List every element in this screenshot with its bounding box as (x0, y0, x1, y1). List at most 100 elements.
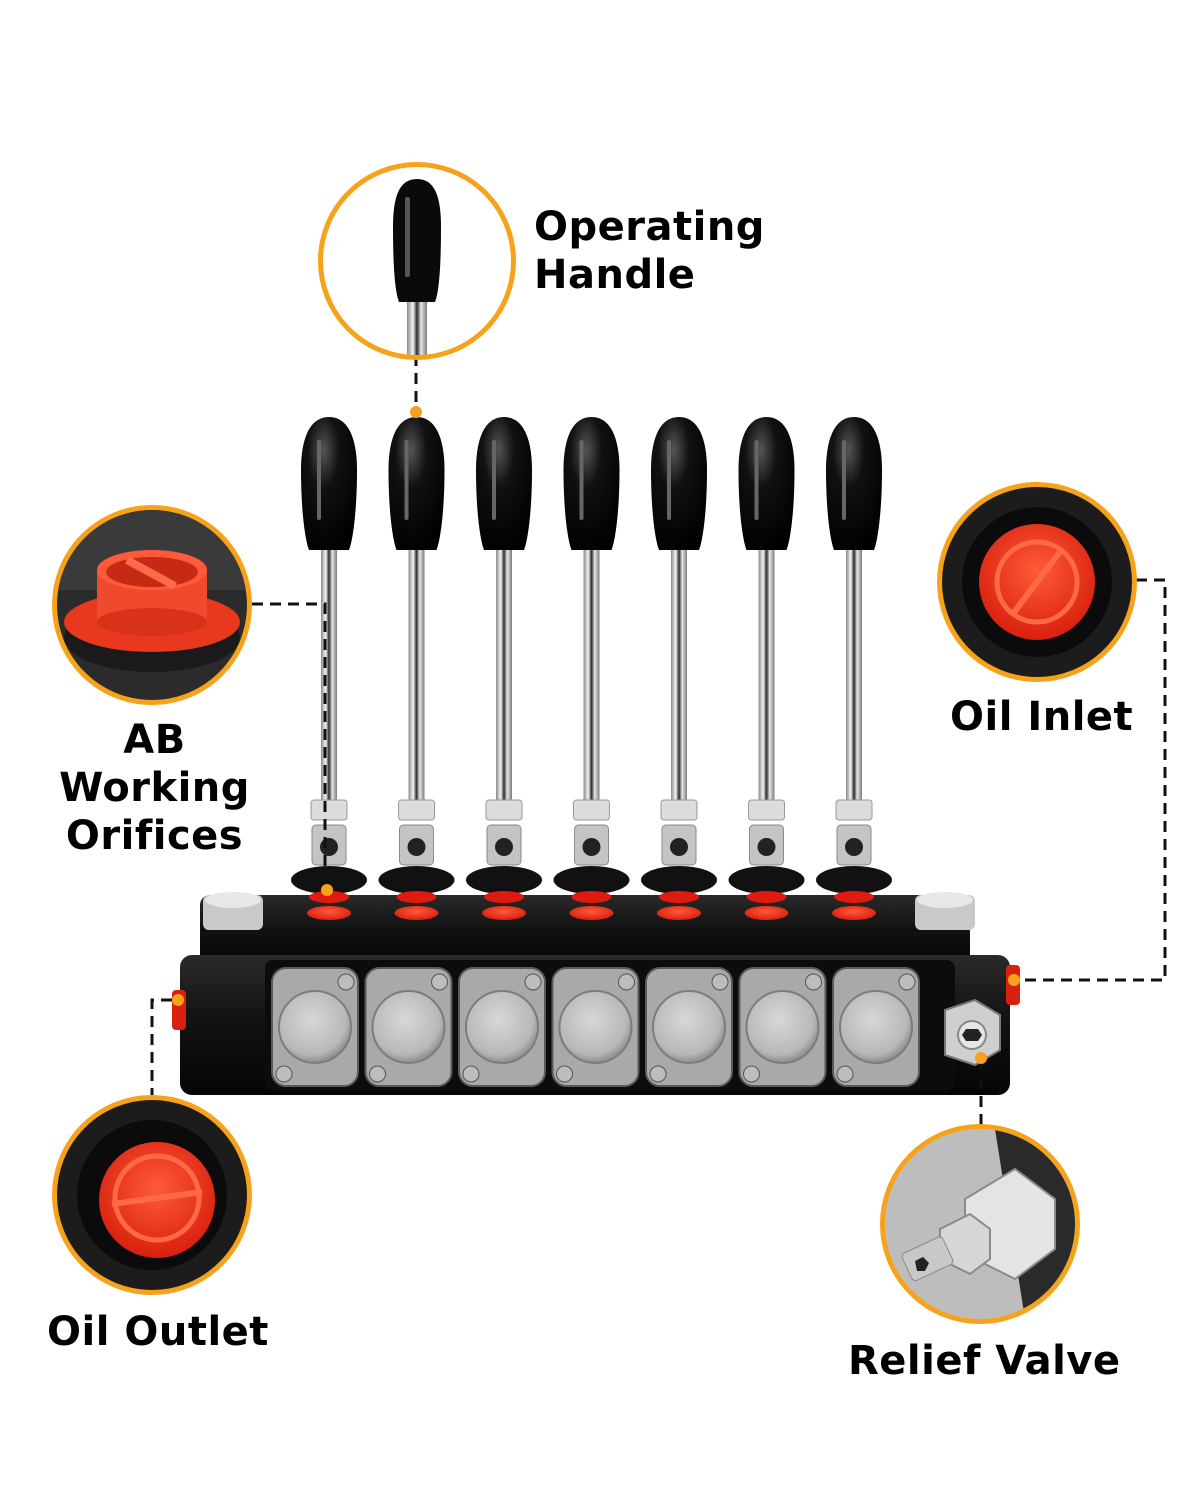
leader-lines (150, 355, 1167, 1135)
lever-nut (310, 799, 348, 821)
label-relief-valve: Relief Valve (848, 1338, 1121, 1384)
lever-rod (758, 540, 775, 805)
anchor-dot-oil-inlet (1008, 974, 1020, 986)
rubber-boot (728, 866, 805, 894)
lever-knob (388, 417, 445, 550)
lever-knob (301, 417, 357, 550)
cap-screw (524, 973, 542, 991)
lever-rod (496, 540, 512, 805)
callout-oil-outlet (52, 1095, 252, 1295)
lever-knob (563, 417, 620, 550)
clevis-pin (845, 838, 863, 856)
rubber-boot (641, 866, 717, 894)
label-oil-outlet: Oil Outlet (47, 1309, 269, 1355)
knob-highlight (754, 440, 759, 520)
cap-screw (898, 973, 916, 991)
cap-screw (618, 973, 635, 991)
port-a-plug (571, 891, 612, 903)
port-a-plug (309, 891, 349, 903)
lever-knob (738, 417, 795, 550)
knob-highlight (404, 440, 409, 520)
anchor-dot-ab-working-orifices (321, 884, 333, 896)
rubber-boot (816, 866, 892, 894)
port-b-plug (657, 906, 701, 920)
cap-screw (369, 1065, 386, 1083)
knob-highlight (317, 440, 321, 520)
port-b-plug (394, 906, 439, 920)
cap-screw (556, 1065, 573, 1083)
port-a-plug (659, 891, 699, 903)
cap-screw (275, 1065, 293, 1083)
port-a-plug (484, 891, 524, 903)
port-b-plug (832, 906, 876, 920)
port-b-plug (482, 906, 526, 920)
relief-valve-part (944, 998, 1001, 1067)
cap-screw (337, 973, 355, 991)
spool-end-cap (839, 990, 913, 1064)
lever-nut (485, 799, 523, 821)
cap-screw (431, 973, 448, 991)
spool-end-cap (278, 990, 352, 1064)
cap-screw (711, 973, 729, 991)
cap-screw (805, 973, 822, 991)
knob-highlight (492, 440, 496, 520)
anchor-dot-relief-valve (975, 1052, 987, 1064)
lever-nut (573, 799, 610, 821)
cap-screw (743, 1065, 760, 1083)
lever-nut (748, 799, 785, 821)
spool-end-cap (558, 990, 633, 1064)
anchor-dot-operating-handle (410, 406, 422, 418)
clevis-pin (495, 838, 513, 856)
relief-valve-icon (885, 1129, 1075, 1319)
spool-end-cap (652, 990, 726, 1064)
lever-knob (826, 417, 882, 550)
callout-relief-valve (880, 1124, 1080, 1324)
lever-rod (671, 540, 687, 805)
label-oil-inlet: Oil Inlet (950, 694, 1134, 740)
clevis-pin (320, 838, 338, 856)
spool-end-cap (745, 990, 820, 1064)
callout-ab-working-orifices (52, 505, 252, 705)
port-b-plug (307, 906, 351, 920)
rubber-boot (466, 866, 542, 894)
lever-rod (321, 540, 337, 805)
cap-screw (836, 1065, 854, 1083)
ab-orifice-cap-icon (57, 510, 247, 672)
port-a-plug (396, 891, 437, 903)
lever-nut (660, 799, 698, 821)
cap-screw (462, 1065, 480, 1083)
clevis-pin (407, 838, 426, 856)
rubber-boot (378, 866, 455, 894)
label-operating-handle: Operating Handle (534, 204, 765, 298)
knob-highlight (667, 440, 671, 520)
lever-nut (835, 799, 873, 821)
callout-oil-inlet (937, 482, 1137, 682)
port-a-plug (746, 891, 787, 903)
label-ab-working-orifices: AB Working Orifices (59, 717, 250, 859)
rubber-boot (291, 866, 367, 894)
clevis-pin (757, 838, 776, 856)
callout-operating-handle (318, 162, 516, 360)
clevis-pin (670, 838, 688, 856)
leader-ab-working-orifices (252, 602, 327, 880)
knob-highlight (842, 440, 846, 520)
lever-rod (583, 540, 600, 805)
spool-end-cap (371, 990, 446, 1064)
spool-end-cap (465, 990, 539, 1064)
clevis-pin (582, 838, 601, 856)
port-a-plug (834, 891, 874, 903)
lever-knob (651, 417, 707, 550)
lever-knob (476, 417, 532, 550)
lever-rod (846, 540, 862, 805)
operating-handle-icon (393, 179, 441, 355)
lever-rod (408, 540, 425, 805)
spool-sections (271, 417, 920, 1087)
oil-inlet-plug-icon (962, 507, 1112, 657)
cap-screw (649, 1065, 667, 1083)
port-b-plug (569, 906, 614, 920)
oil-outlet-plug-icon (77, 1120, 227, 1270)
knob-highlight (579, 440, 584, 520)
leader-oil-outlet (150, 998, 172, 1095)
port-b-plug (744, 906, 789, 920)
